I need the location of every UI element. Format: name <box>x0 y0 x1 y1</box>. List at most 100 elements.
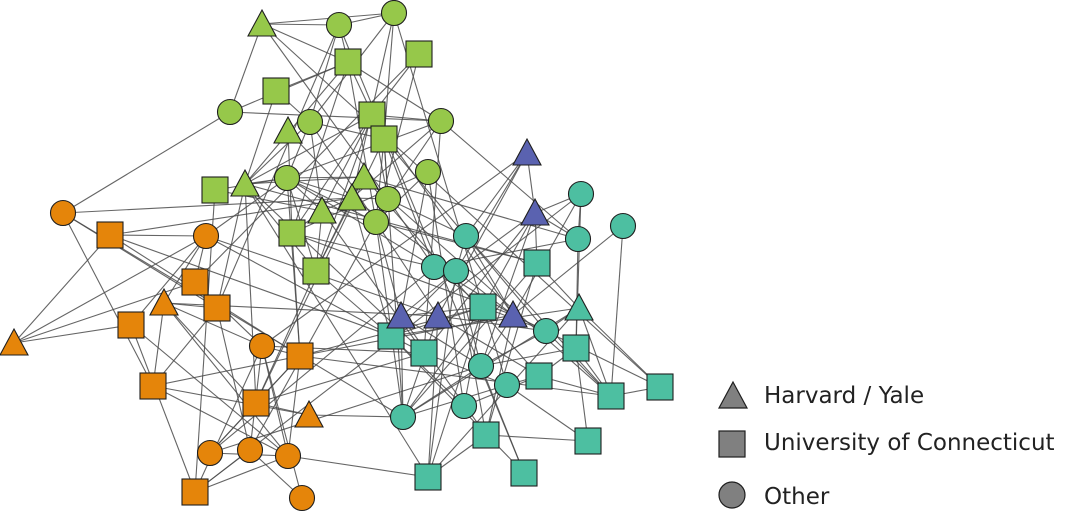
network-edge <box>465 235 514 316</box>
network-edge <box>437 152 528 317</box>
node-teal-square <box>525 362 553 390</box>
node-orange-circle <box>49 199 77 227</box>
network-edge <box>321 210 425 354</box>
network-edge <box>13 324 132 344</box>
node-green-square <box>201 176 229 204</box>
network-edge <box>62 212 154 387</box>
node-teal-square <box>646 373 674 401</box>
network-edge <box>427 171 465 407</box>
node-green-triangle <box>337 182 367 211</box>
network-edge <box>465 235 612 397</box>
node-teal-square <box>510 459 538 487</box>
network-edge <box>229 111 442 122</box>
node-orange-square <box>242 389 270 417</box>
network-edge <box>291 232 301 357</box>
network-edge <box>575 347 589 442</box>
network-edge <box>163 302 257 404</box>
network-edge <box>194 345 263 493</box>
network-edge <box>109 197 353 236</box>
node-teal-circle <box>609 212 637 240</box>
node-orange-circle <box>288 484 316 512</box>
node-blue-triangle <box>512 137 542 166</box>
network-edge <box>286 120 442 179</box>
node-green-square <box>405 40 433 68</box>
node-teal-square <box>562 334 590 362</box>
network-edge <box>363 176 579 240</box>
network-edge <box>437 315 547 332</box>
network-edge <box>309 121 323 212</box>
node-teal-circle <box>467 352 495 380</box>
network-edge <box>109 234 207 237</box>
node-orange-square <box>117 311 145 339</box>
node-green-square <box>358 101 386 129</box>
network-edge <box>261 152 528 347</box>
node-orange-circle <box>192 222 220 250</box>
network-edge <box>287 355 301 457</box>
legend-label-harvard-yale: Harvard / Yale <box>764 383 924 409</box>
network-edge <box>610 225 624 397</box>
network-edge <box>255 270 317 404</box>
network-edge <box>299 314 514 357</box>
network-edge <box>249 221 377 451</box>
node-orange-triangle <box>0 327 29 356</box>
node-green-circle <box>273 164 301 192</box>
network-edge <box>62 111 231 214</box>
network-edge <box>152 355 301 387</box>
network-edge <box>291 232 435 268</box>
node-green-square <box>334 48 362 76</box>
node-teal-square <box>410 339 438 367</box>
network-edge <box>13 234 111 344</box>
network-edge <box>575 238 579 349</box>
network-edge <box>194 455 289 493</box>
network-edge <box>465 152 528 237</box>
legend-label-other: Other <box>764 484 830 510</box>
network-edge <box>291 61 349 234</box>
node-teal-square <box>574 427 602 455</box>
node-blue-triangle <box>386 300 416 329</box>
legend-circle-icon <box>718 481 746 509</box>
network-edge <box>152 385 310 416</box>
network-edge <box>480 212 536 367</box>
network-edge <box>347 61 442 122</box>
node-orange-square <box>203 294 231 322</box>
node-teal-square <box>469 293 497 321</box>
node-orange-triangle <box>149 287 179 316</box>
network-edge <box>400 171 429 317</box>
network-edge <box>205 235 392 337</box>
network-edge <box>255 352 425 404</box>
network-edge <box>286 177 377 223</box>
node-teal-circle <box>532 317 560 345</box>
network-edge <box>455 152 528 272</box>
node-green-circle <box>296 108 324 136</box>
network-edges <box>13 12 661 499</box>
node-teal-circle <box>567 180 595 208</box>
node-green-circle <box>380 0 408 27</box>
network-edge <box>512 225 624 316</box>
node-teal-circle <box>420 253 448 281</box>
node-teal-circle <box>452 222 480 250</box>
network-edge <box>152 302 165 387</box>
network-edge <box>229 23 263 113</box>
node-green-triangle <box>247 8 277 37</box>
network-edge <box>402 262 538 418</box>
node-green-circle <box>414 158 442 186</box>
node-blue-triangle <box>498 299 528 328</box>
network-edge <box>13 235 207 344</box>
node-orange-circle <box>236 436 264 464</box>
node-orange-circle <box>274 442 302 470</box>
network-edge <box>480 365 525 474</box>
network-edge <box>482 212 536 308</box>
node-teal-square <box>472 421 500 449</box>
network-edge <box>287 455 429 478</box>
network-edge <box>194 53 420 283</box>
network-edge <box>244 183 538 264</box>
network-edge <box>244 61 349 185</box>
network-edge <box>480 347 577 367</box>
network-edge <box>291 114 373 234</box>
network-edge <box>455 270 482 367</box>
network-edge <box>402 365 482 418</box>
network-edge <box>387 198 435 268</box>
node-orange-circle <box>248 332 276 360</box>
network-edge <box>387 198 467 237</box>
